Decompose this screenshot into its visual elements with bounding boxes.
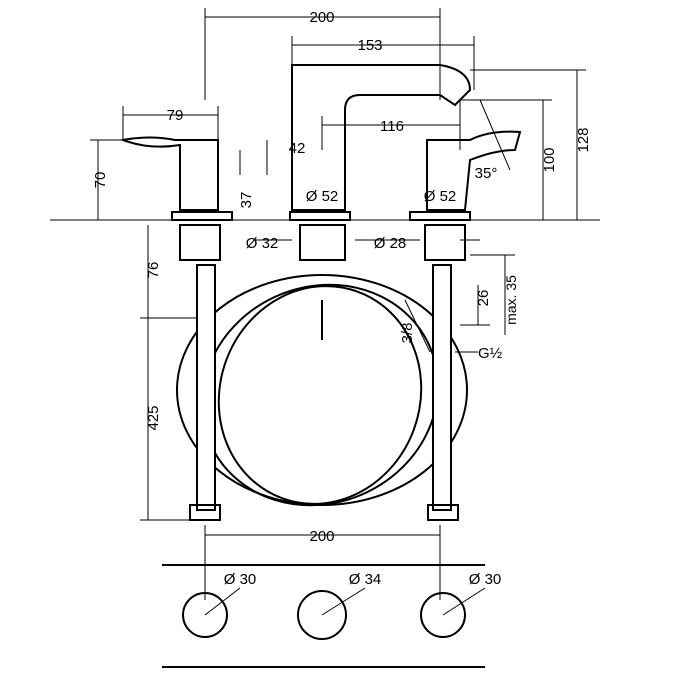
dim-handle-base-diameter: Ø 52: [424, 188, 457, 205]
cutout-center-hole: [297, 590, 347, 640]
dim-bottom-width: 200: [309, 528, 334, 545]
dim-connector-length: 26: [475, 290, 492, 307]
dim-drain-rod: 37: [238, 192, 255, 209]
dim-handle-length: 79: [167, 107, 184, 124]
dim-cutout-center: Ø 34: [349, 571, 382, 588]
faucet-illustration: [119, 64, 522, 521]
cutout-left-hole: [182, 592, 228, 638]
dim-spray-angle: 35°: [475, 165, 498, 182]
dim-cutout-left: Ø 30: [224, 571, 257, 588]
dim-handle-height: 70: [92, 172, 109, 189]
mounting-plate: [162, 564, 486, 668]
dim-cutout-right: Ø 30: [469, 571, 502, 588]
dim-valve-thread: G½: [478, 345, 503, 362]
dimension-labels: 200 153 79 116 42 70 37 Ø 52 Ø 52 35° 10…: [92, 9, 592, 588]
cutout-right-hole: [420, 592, 466, 638]
dim-spout-base-diameter: Ø 52: [306, 188, 339, 205]
dim-spout-base: 42: [289, 140, 306, 157]
dim-max-deck: max. 35: [503, 275, 519, 325]
dim-spout-reach: 153: [357, 37, 382, 54]
dim-connector-thread: 3/8: [399, 323, 416, 344]
dim-hose-length: 425: [145, 405, 162, 430]
dim-top-width: 200: [309, 9, 334, 26]
dim-aerator-height: 100: [541, 147, 558, 172]
dim-spout-offset: 116: [380, 118, 404, 135]
dim-total-height: 128: [575, 127, 592, 152]
dim-valve-hole: Ø 28: [374, 235, 407, 252]
dim-spout-hole: Ø 32: [246, 235, 279, 252]
dim-shank-length: 76: [145, 262, 162, 279]
